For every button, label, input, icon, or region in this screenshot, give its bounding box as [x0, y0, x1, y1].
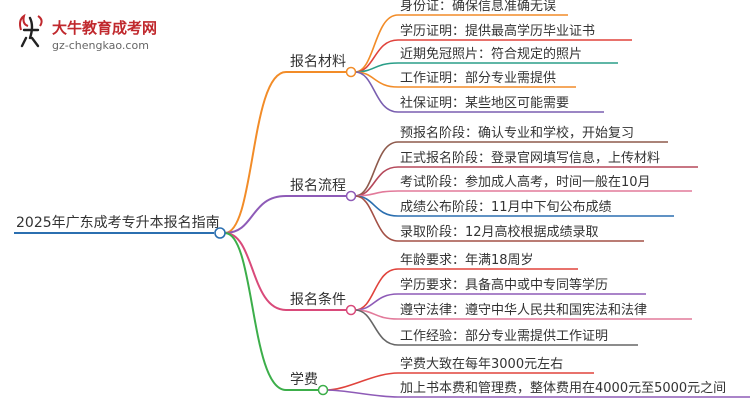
branch-topic[interactable]: 学费: [290, 372, 318, 388]
branch-node-dot: [345, 66, 357, 78]
branch-node-dot: [345, 304, 357, 316]
leaf-connector: [354, 14, 399, 73]
leaf-topic[interactable]: 学历证明：提供最高学历毕业证书: [400, 23, 595, 39]
leaf-topic[interactable]: 年龄要求：年满18周岁: [400, 253, 534, 268]
leaf-topic[interactable]: 近期免冠照片：符合规定的照片: [400, 46, 582, 62]
leaf-connector: [354, 141, 399, 197]
leaf-topic[interactable]: 加上书本费和管理费，整体费用在4000元至5000元之间: [400, 381, 726, 396]
branch-connector: [224, 195, 287, 234]
leaf-connector: [354, 268, 399, 311]
leaf-connector: [326, 389, 399, 398]
branch-connector: [224, 71, 287, 234]
logo-url: gz-chengkao.com: [52, 39, 149, 52]
leaf-connector: [354, 309, 399, 346]
leaf-topic[interactable]: 工作经验：部分专业需提供工作证明: [400, 328, 608, 344]
leaf-topic[interactable]: 正式报名阶段：登录官网填写信息，上传材料: [400, 150, 660, 166]
root-topic[interactable]: 2025年广东成考专升本报名指南: [16, 215, 220, 231]
leaf-topic[interactable]: 社保证明：某些地区可能需要: [400, 95, 569, 111]
branch-connector: [224, 232, 287, 311]
leaf-topic[interactable]: 身份证：确保信息准确无误: [400, 0, 556, 14]
branch-topic[interactable]: 报名流程: [290, 178, 346, 194]
branch-node-dot: [345, 190, 357, 202]
leaf-topic[interactable]: 录取阶段：12月高校根据成绩录取: [400, 224, 599, 240]
leaf-topic[interactable]: 工作证明：部分专业需提供: [400, 70, 556, 86]
leaf-topic[interactable]: 学费大致在每年3000元左右: [400, 356, 563, 372]
branch-topic[interactable]: 报名条件: [290, 291, 346, 308]
leaf-topic[interactable]: 考试阶段：参加成人高考，时间一般在10月: [400, 174, 651, 190]
logo-title: 大牛教育成考网: [52, 19, 157, 37]
connector-lines: [224, 14, 750, 398]
branch-node-dot: [317, 384, 329, 396]
root-node-dot: [214, 227, 226, 239]
leaf-connector: [354, 71, 399, 113]
site-logo: 大牛教育成考网 gz-chengkao.com: [19, 13, 157, 52]
leaf-topic[interactable]: 成绩公布阶段：11月中下旬公布成绩: [400, 200, 612, 215]
leaf-connector: [354, 195, 399, 242]
branch-connector: [224, 232, 287, 391]
leaf-connector: [354, 195, 399, 217]
ox-logo-icon: [19, 13, 43, 48]
leaf-topic[interactable]: 预报名阶段：确认专业和学校，开始复习: [400, 125, 634, 141]
branch-topic[interactable]: 报名材料: [290, 54, 346, 70]
leaf-topic[interactable]: 遵守法律：遵守中华人民共和国宪法和法律: [400, 302, 647, 318]
leaf-connector: [326, 372, 399, 391]
leaf-topic[interactable]: 学历要求：具备高中或中专同等学历: [400, 277, 608, 293]
